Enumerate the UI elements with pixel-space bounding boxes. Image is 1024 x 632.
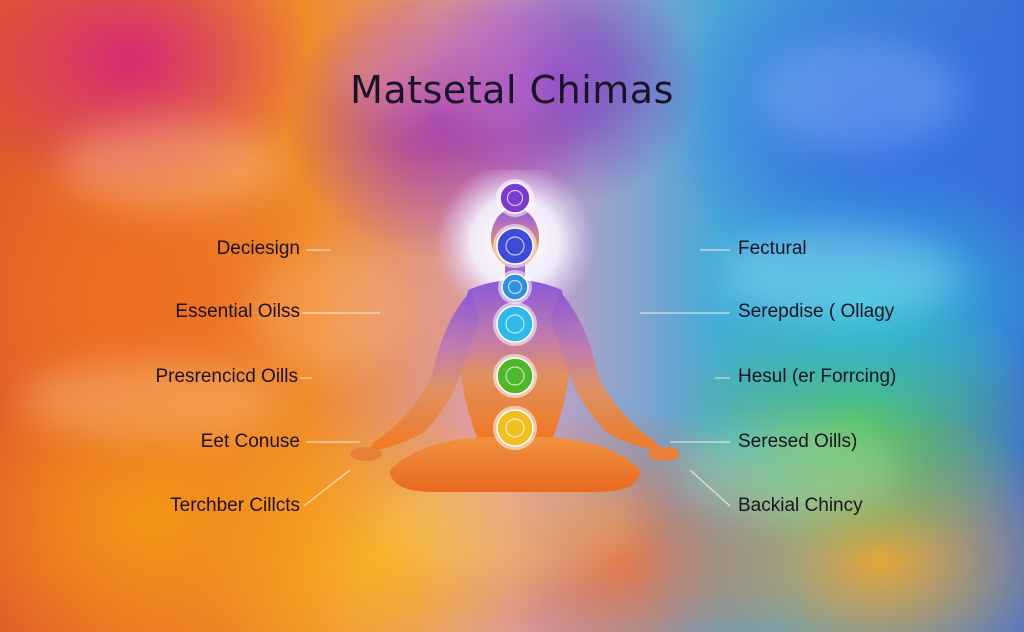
heart-chakra xyxy=(496,305,534,343)
smoke-wisp xyxy=(340,20,600,130)
third-eye-chakra xyxy=(496,227,534,265)
left-label-3: Presrencicd Oills xyxy=(155,366,298,387)
connector-line-left-5 xyxy=(303,469,351,507)
meditating-figure xyxy=(340,162,690,510)
crown-chakra xyxy=(499,182,531,214)
solar-plexus-chakra-symbol-icon xyxy=(505,366,525,386)
crown-chakra-symbol-icon xyxy=(506,189,524,207)
right-label-3: Hesul (er Forrcing) xyxy=(738,366,897,387)
figure-left-arm xyxy=(368,292,480,452)
right-label-5: Backial Chincy xyxy=(738,495,863,516)
chakra-orbs xyxy=(493,179,537,450)
right-label-4: Seresed Oills) xyxy=(738,431,858,452)
left-label-2: Essential Oilss xyxy=(175,301,300,322)
figure-right-arm xyxy=(550,292,662,452)
figure-crossed-legs xyxy=(390,437,640,492)
smoke-wisp xyxy=(250,250,410,370)
left-label-4: Eet Conuse xyxy=(200,431,300,452)
sacral-chakra xyxy=(496,409,534,447)
smoke-wisp xyxy=(60,120,280,210)
smoke-wisp xyxy=(680,420,900,520)
smoke-wisp xyxy=(760,40,960,150)
left-label-1: Deciesign xyxy=(216,238,300,259)
figure-svg xyxy=(350,162,680,492)
smoke-wisp xyxy=(20,360,280,440)
left-label-5: Terchber Cillcts xyxy=(170,495,300,516)
figure-right-hand xyxy=(648,447,680,461)
right-label-2: Serepdise ( Ollagy xyxy=(738,301,895,322)
throat-chakra-symbol-icon xyxy=(507,279,523,295)
connector-line-right-5 xyxy=(689,469,731,507)
solar-plexus-chakra xyxy=(496,357,534,395)
figure-left-hand xyxy=(350,447,382,461)
sacral-chakra-symbol-icon xyxy=(505,418,525,438)
poster-title: Matsetal Chimas xyxy=(350,68,674,112)
heart-chakra-symbol-icon xyxy=(505,314,525,334)
throat-chakra xyxy=(501,273,529,301)
third-eye-chakra-symbol-icon xyxy=(505,236,525,256)
smoke-wisp xyxy=(720,230,960,320)
right-label-1: Fectural xyxy=(738,238,807,259)
